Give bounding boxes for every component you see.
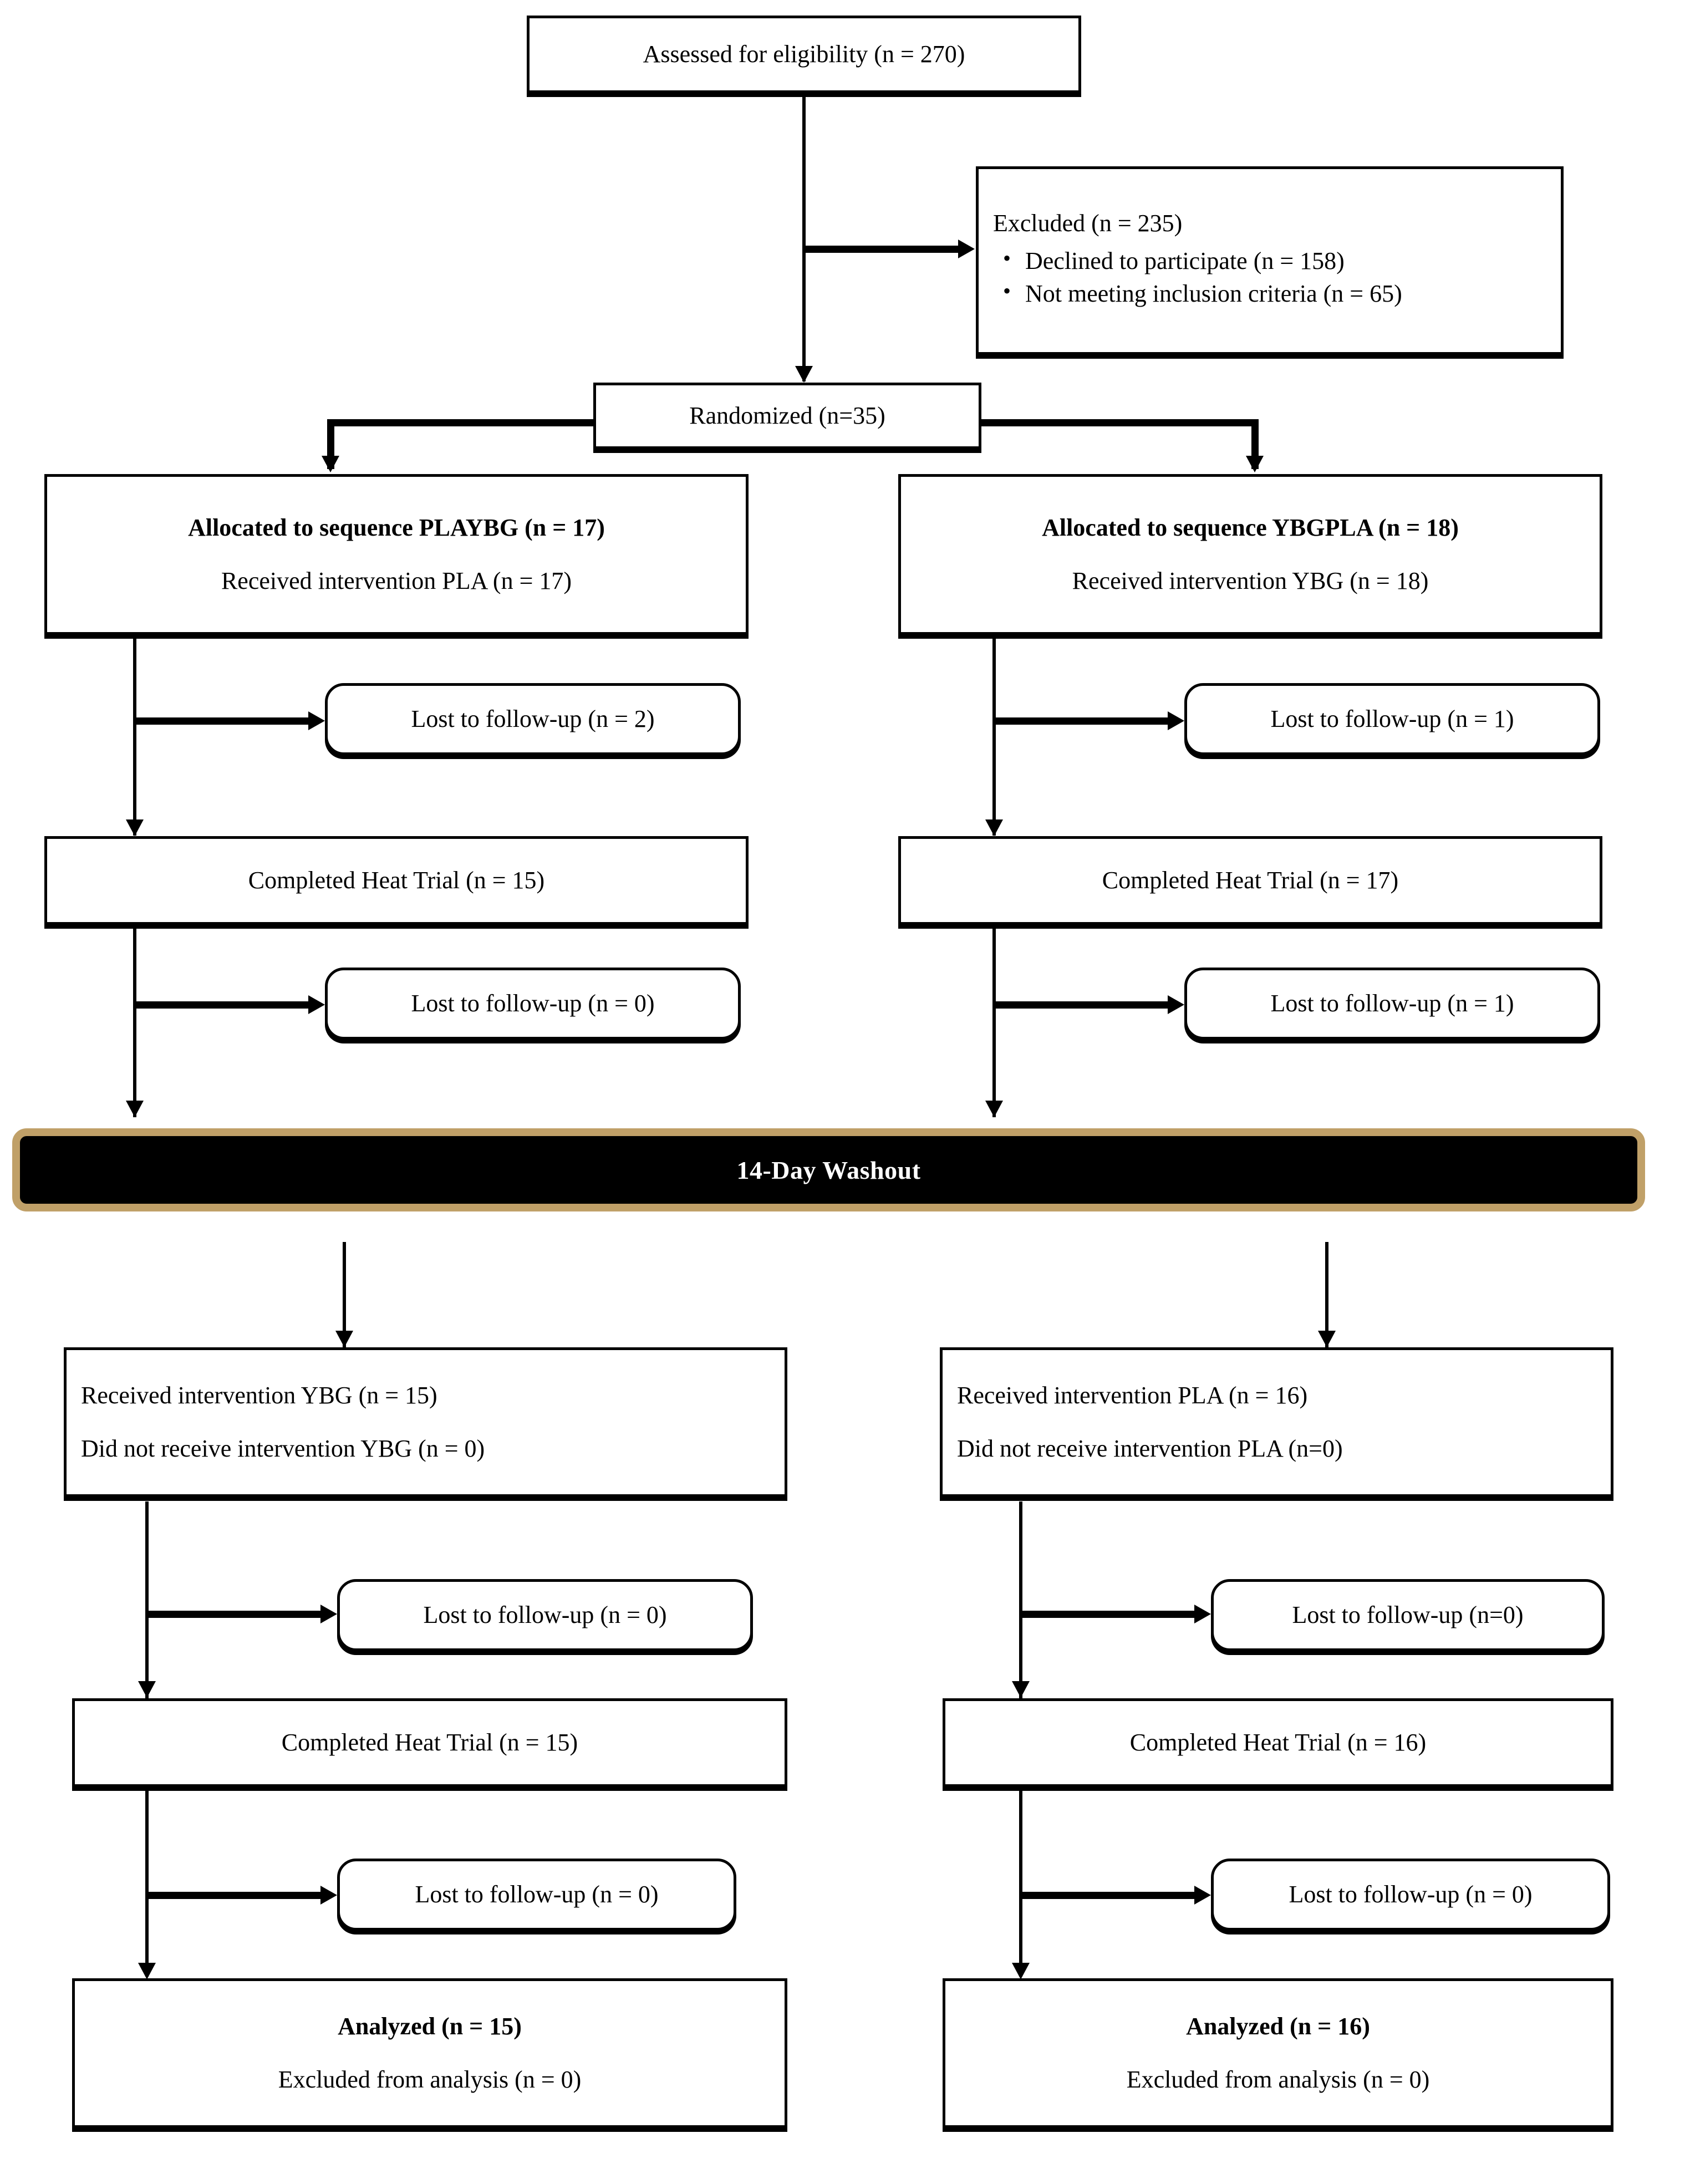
- arrow-right-into-lost-2: [1168, 995, 1184, 1014]
- arrow-left-into-lost-2: [308, 995, 325, 1014]
- arrow-into-alloc-right: [1246, 456, 1264, 472]
- node-lost-followup-right-4: Lost to follow-up (n = 0): [1211, 1859, 1610, 1931]
- arrow-left-into-lost-3: [320, 1605, 337, 1623]
- lost-left-3-label: Lost to follow-up (n = 0): [423, 1601, 667, 1629]
- excluded-content: Excluded (n = 235) Declined to participa…: [979, 209, 1561, 312]
- connector-right-spine-4: [1019, 1791, 1022, 1977]
- connector-right-spine-3: [1019, 1501, 1022, 1698]
- node-allocation-left: Allocated to sequence PLAYBG (n = 17) Re…: [44, 474, 749, 635]
- lost-right-3-label: Lost to follow-up (n=0): [1292, 1601, 1524, 1629]
- lost-right-2-label: Lost to follow-up (n = 1): [1270, 990, 1514, 1017]
- completed-left-2-label: Completed Heat Trial (n = 15): [281, 1729, 578, 1757]
- node-lost-followup-left-1: Lost to follow-up (n = 2): [325, 683, 741, 755]
- connector-left-lost-2: [135, 1001, 312, 1009]
- node-lost-followup-right-1: Lost to follow-up (n = 1): [1184, 683, 1600, 755]
- node-lost-followup-right-2: Lost to follow-up (n = 1): [1184, 968, 1600, 1040]
- assessed-label: Assessed for eligibility (n = 270): [643, 40, 965, 68]
- node-period2-right: Received intervention PLA (n = 16) Did n…: [940, 1347, 1613, 1497]
- node-washout-banner: 14-Day Washout: [12, 1128, 1645, 1211]
- arrow-left-into-washout: [126, 1101, 144, 1117]
- period2-right-line2: Did not receive intervention PLA (n=0): [957, 1435, 1343, 1462]
- arrow-into-alloc-left: [322, 456, 339, 472]
- connector-right-lost-3: [1021, 1611, 1198, 1618]
- analyzed-left-line2: Excluded from analysis (n = 0): [278, 2066, 582, 2093]
- analyzed-right-line2: Excluded from analysis (n = 0): [1126, 2066, 1430, 2093]
- list-item: Not meeting inclusion criteria (n = 65): [993, 278, 1551, 309]
- arrow-right-into-washout: [985, 1101, 1003, 1117]
- node-lost-followup-right-3: Lost to follow-up (n=0): [1211, 1579, 1605, 1651]
- connector-right-spine-2: [992, 929, 996, 1117]
- arrow-right-into-analyzed: [1012, 1963, 1030, 1979]
- list-item: Declined to participate (n = 158): [993, 245, 1551, 276]
- lost-left-2-label: Lost to follow-up (n = 0): [411, 990, 655, 1017]
- lost-right-1-label: Lost to follow-up (n = 1): [1270, 705, 1514, 733]
- period2-right-line1: Received intervention PLA (n = 16): [957, 1382, 1308, 1409]
- node-completed-heat-trial-left-2: Completed Heat Trial (n = 15): [72, 1698, 787, 1787]
- arrow-right-into-lost-4: [1194, 1886, 1211, 1905]
- connector-to-excluded: [804, 246, 962, 253]
- connector-washout-left: [343, 1242, 346, 1353]
- connector-washout-right: [1325, 1242, 1328, 1353]
- connector-left-lost-1: [135, 717, 312, 725]
- connector-right-lost-1: [994, 717, 1172, 725]
- node-lost-followup-left-3: Lost to follow-up (n = 0): [337, 1579, 753, 1651]
- node-completed-heat-trial-left-1: Completed Heat Trial (n = 15): [44, 836, 749, 925]
- arrow-left-to-completed-1: [126, 819, 144, 836]
- arrow-right-into-lost-1: [1168, 711, 1184, 730]
- excluded-heading: Excluded (n = 235): [993, 209, 1183, 237]
- node-period2-left: Received intervention YBG (n = 15) Did n…: [64, 1347, 787, 1497]
- period2-left-line2: Did not receive intervention YBG (n = 0): [81, 1435, 485, 1462]
- completed-right-2-label: Completed Heat Trial (n = 16): [1129, 1729, 1427, 1757]
- arrow-left-into-analyzed: [138, 1963, 156, 1979]
- arrow-left-to-completed-2: [138, 1681, 156, 1698]
- analyzed-left-line1: Analyzed (n = 15): [338, 2013, 522, 2040]
- node-assessed-for-eligibility: Assessed for eligibility (n = 270): [527, 16, 1081, 93]
- analyzed-right-line1: Analyzed (n = 16): [1186, 2013, 1370, 2040]
- node-lost-followup-left-4: Lost to follow-up (n = 0): [337, 1859, 736, 1931]
- connector-right-lost-2: [994, 1001, 1172, 1009]
- node-analyzed-right: Analyzed (n = 16) Excluded from analysis…: [943, 1978, 1613, 2128]
- connector-left-spine-4: [145, 1791, 149, 1977]
- node-allocation-right: Allocated to sequence YBGPLA (n = 18) Re…: [898, 474, 1602, 635]
- arrow-into-randomized: [795, 366, 813, 383]
- arrow-washout-to-period2-left: [335, 1331, 353, 1347]
- arrow-left-into-lost-4: [320, 1886, 337, 1905]
- arrow-right-to-completed-2: [1012, 1681, 1030, 1698]
- randomized-label: Randomized (n=35): [689, 402, 885, 430]
- node-analyzed-left: Analyzed (n = 15) Excluded from analysis…: [72, 1978, 787, 2128]
- period2-left-line1: Received intervention YBG (n = 15): [81, 1382, 437, 1409]
- connector-left-spine-2: [133, 929, 136, 1117]
- arrow-right-to-completed-1: [985, 819, 1003, 836]
- arrow-into-excluded: [958, 240, 975, 258]
- node-excluded: Excluded (n = 235) Declined to participa…: [976, 166, 1564, 355]
- lost-left-1-label: Lost to follow-up (n = 2): [411, 705, 655, 733]
- alloc-left-line2: Received intervention PLA (n = 17): [221, 567, 572, 594]
- node-lost-followup-left-2: Lost to follow-up (n = 0): [325, 968, 741, 1040]
- excluded-reason-list: Declined to participate (n = 158) Not me…: [993, 245, 1551, 309]
- arrow-left-into-lost-1: [308, 711, 325, 730]
- alloc-right-line2: Received intervention YBG (n = 18): [1072, 567, 1429, 594]
- alloc-right-line1: Allocated to sequence YBGPLA (n = 18): [1042, 514, 1459, 542]
- node-completed-heat-trial-right-2: Completed Heat Trial (n = 16): [943, 1698, 1613, 1787]
- washout-label: 14-Day Washout: [736, 1155, 921, 1184]
- connector-randomized-left: [327, 419, 596, 426]
- connector-left-spine-3: [145, 1501, 149, 1698]
- arrow-washout-to-period2-right: [1318, 1331, 1336, 1347]
- connector-right-lost-4: [1021, 1892, 1198, 1899]
- connector-randomized-right: [979, 419, 1259, 426]
- alloc-left-line1: Allocated to sequence PLAYBG (n = 17): [188, 514, 605, 542]
- completed-right-1-label: Completed Heat Trial (n = 17): [1102, 867, 1399, 894]
- connector-left-lost-3: [147, 1611, 324, 1618]
- lost-left-4-label: Lost to follow-up (n = 0): [415, 1881, 659, 1908]
- connector-left-spine-1: [133, 639, 136, 836]
- node-randomized: Randomized (n=35): [593, 383, 981, 449]
- connector-left-lost-4: [147, 1892, 324, 1899]
- node-completed-heat-trial-right-1: Completed Heat Trial (n = 17): [898, 836, 1602, 925]
- arrow-right-into-lost-3: [1194, 1605, 1211, 1623]
- connector-right-spine-1: [992, 639, 996, 836]
- connector-eligibility-down: [802, 93, 806, 381]
- lost-right-4-label: Lost to follow-up (n = 0): [1289, 1881, 1533, 1908]
- completed-left-1-label: Completed Heat Trial (n = 15): [248, 867, 545, 894]
